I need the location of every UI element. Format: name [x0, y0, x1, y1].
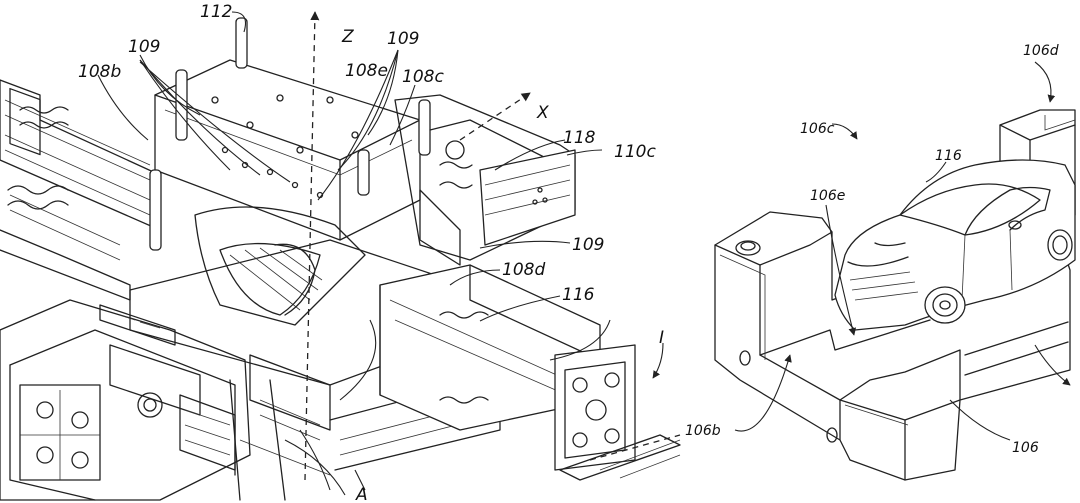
label-109-left: 109 — [128, 37, 160, 57]
label-109-top: 109 — [387, 29, 419, 49]
label-116-left: 116 — [562, 285, 595, 305]
front-left-ejector-block — [0, 299, 251, 501]
label-106c: 106c — [800, 121, 835, 137]
label-x-axis: X — [536, 103, 549, 123]
label-108c: 108c — [402, 67, 444, 87]
right-slide-block — [379, 264, 681, 481]
upper-die-108e — [149, 17, 431, 251]
x-axis-line — [459, 92, 531, 141]
label-108e: 108e — [345, 61, 388, 81]
label-i-section: I — [659, 328, 664, 348]
label-108b: 108b — [78, 62, 121, 82]
label-a: A — [355, 485, 368, 503]
label-116-right: 116 — [935, 148, 962, 164]
cast-part-cavity — [194, 206, 366, 326]
label-106b: 106b — [685, 423, 721, 439]
casting-machine-drawing — [0, 11, 681, 501]
z-axis-line — [304, 11, 320, 481]
label-z-axis: Z — [341, 27, 354, 47]
label-112: 112 — [200, 2, 232, 22]
section-line — [589, 434, 681, 461]
label-108d: 108d — [502, 260, 545, 280]
vehicle-116 — [834, 159, 1076, 331]
label-106e: 106e — [810, 188, 845, 204]
back-right-slide-110c — [394, 94, 576, 266]
label-106d: 106d — [1023, 43, 1059, 59]
label-106: 106 — [1012, 440, 1039, 456]
label-118: 118 — [563, 128, 596, 148]
left-slide-rail — [0, 79, 161, 301]
leader-lines-left — [97, 11, 664, 496]
label-109-right: 109 — [572, 235, 604, 255]
label-110c: 110c — [614, 142, 656, 162]
vehicle-fixture-drawing — [714, 61, 1076, 481]
